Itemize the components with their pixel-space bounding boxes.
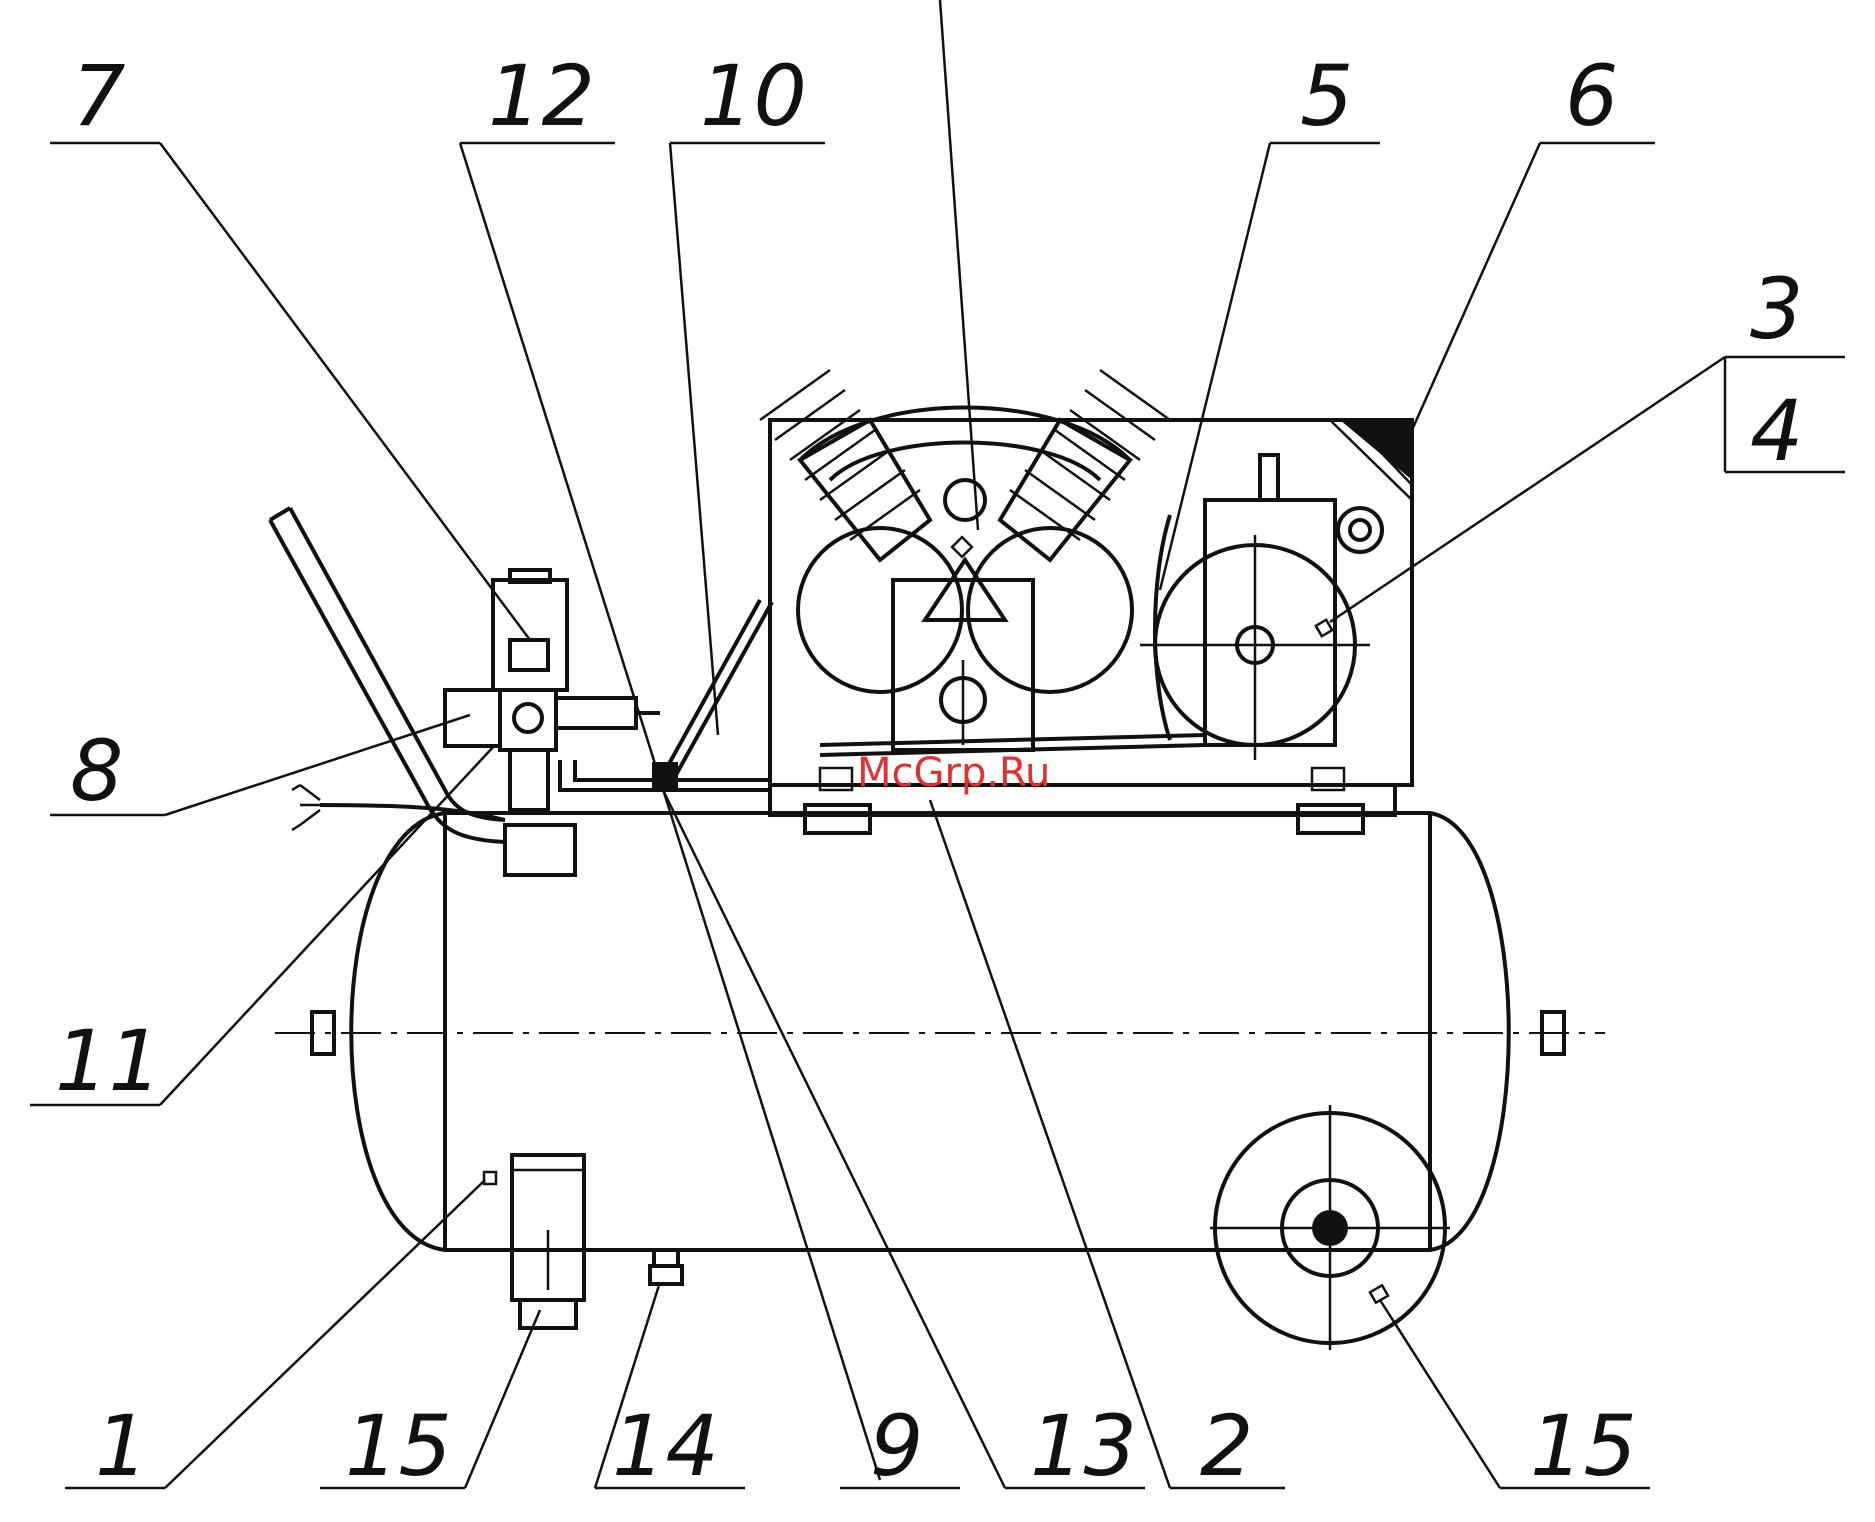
callout-6: 6 bbox=[1565, 47, 1618, 145]
callout-11: 11 bbox=[55, 1012, 162, 1110]
callout-4: 4 bbox=[1750, 382, 1803, 480]
callout-15-wheel: 15 bbox=[1530, 1397, 1637, 1495]
callout-2: 2 bbox=[1200, 1397, 1253, 1495]
callout-12: 12 bbox=[488, 47, 595, 145]
callout-13: 13 bbox=[1030, 1397, 1137, 1495]
receiver-tank bbox=[275, 813, 1605, 1250]
wheel bbox=[1210, 1105, 1450, 1350]
callout-1: 1 bbox=[95, 1397, 148, 1495]
callout-8: 8 bbox=[70, 722, 123, 820]
callout-10: 10 bbox=[700, 47, 807, 145]
cylinder-block bbox=[760, 370, 1170, 750]
support-foot bbox=[484, 1155, 584, 1328]
callout-7: 7 bbox=[72, 47, 125, 145]
electric-motor bbox=[1140, 455, 1382, 760]
callout-5: 5 bbox=[1300, 47, 1353, 145]
callout-3: 3 bbox=[1750, 260, 1803, 358]
callout-9: 9 bbox=[870, 1397, 923, 1495]
pressure-switch bbox=[445, 570, 660, 875]
power-cable bbox=[292, 785, 505, 830]
callout-14: 14 bbox=[612, 1397, 719, 1495]
callout-15-foot: 15 bbox=[345, 1397, 452, 1495]
watermark: McGrp.Ru bbox=[857, 750, 1050, 796]
leader-lines bbox=[30, 0, 1845, 1488]
drain-valve bbox=[650, 1250, 682, 1284]
